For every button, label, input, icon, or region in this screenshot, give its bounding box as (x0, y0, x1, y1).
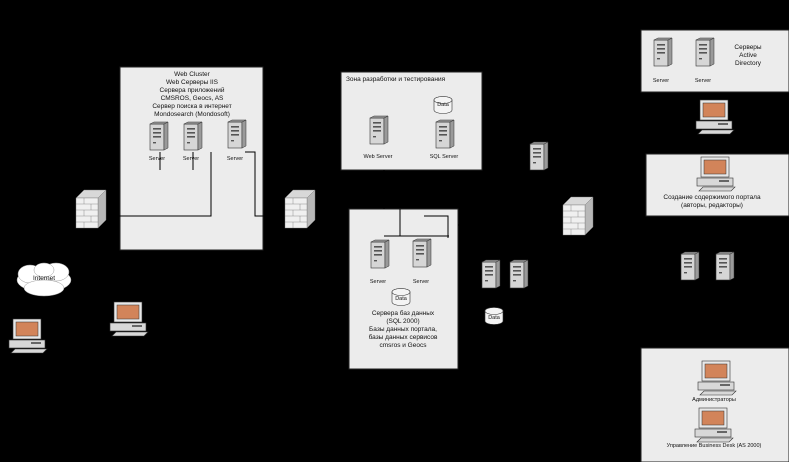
server-icon (653, 37, 673, 67)
svg-text:базы данных сервисов: базы данных сервисов (369, 333, 438, 341)
server-label: Server (695, 78, 711, 84)
server-icon (412, 238, 432, 268)
server-label: Server (227, 156, 243, 162)
firewall-icon (284, 189, 316, 229)
svg-text:Серверы: Серверы (734, 44, 762, 51)
server-icon (715, 251, 735, 281)
server-icon (369, 115, 389, 145)
workstation-icon (8, 318, 48, 354)
svg-text:Active: Active (739, 52, 757, 59)
workstation-icon (695, 99, 735, 135)
admin-label: Администраторы (692, 397, 736, 403)
web-cluster-caption: Web Cluster Web Серверы IIS Сервера прил… (152, 71, 231, 118)
svg-text:Web Серверы IIS: Web Серверы IIS (166, 79, 219, 86)
svg-text:Базы данных портала,: Базы данных портала, (369, 326, 437, 333)
svg-text:Сервера баз данных: Сервера баз данных (372, 309, 435, 317)
workstation-icon (696, 156, 736, 192)
db-label: Data (488, 315, 501, 321)
svg-text:Создание содержимого портала: Создание содержимого портала (663, 194, 761, 201)
server-label: Server (653, 78, 669, 84)
workstation-icon (109, 301, 149, 337)
svg-text:Web Cluster: Web Cluster (174, 71, 210, 78)
svg-text:Directory: Directory (735, 60, 762, 67)
connections (102, 151, 641, 238)
web-server-label: Web Server (364, 154, 393, 160)
workstation-icon (697, 360, 737, 396)
db-servers-caption: Сервера баз данных (SQL 2000) Базы данны… (369, 309, 438, 349)
svg-text:(SQL 2000): (SQL 2000) (386, 318, 419, 325)
server-icon (695, 37, 715, 67)
db-label: Data (437, 102, 450, 108)
business-desk-label: Управление Business Desk (AS 2000) (667, 443, 762, 449)
server-icon (370, 239, 390, 269)
ad-caption: Серверы Active Directory (734, 44, 762, 67)
svg-text:cmsros и Geocs: cmsros и Geocs (380, 342, 428, 349)
web-cluster-panel (119, 66, 264, 251)
server-icon (529, 141, 549, 171)
dev-test-title: Зона разработки и тестирования (346, 75, 446, 83)
svg-text:(авторы, редакторы): (авторы, редакторы) (681, 202, 743, 209)
cloud-icon (16, 262, 72, 297)
firewall-icon (562, 196, 594, 236)
firewall-icon (75, 189, 107, 229)
server-icon (509, 259, 529, 289)
server-icon (680, 251, 700, 281)
svg-text:СМSROS, Geocs, AS: СМSROS, Geocs, AS (161, 95, 224, 102)
server-label: Server (149, 156, 165, 162)
content-caption: Создание содержимого портала (авторы, ре… (663, 194, 761, 209)
svg-text:Mondosearch (Mondosoft): Mondosearch (Mondosoft) (154, 111, 230, 118)
sql-server-label: SQL Server (430, 154, 459, 160)
svg-text:Сервер поиска в интернет: Сервер поиска в интернет (152, 103, 231, 110)
server-icon (435, 119, 455, 149)
server-icon (183, 121, 203, 151)
server-label: Server (183, 156, 199, 162)
db-label: Data (395, 296, 408, 302)
server-icon (149, 121, 169, 151)
svg-text:Сервера приложений: Сервера приложений (160, 86, 225, 94)
workstation-icon (694, 407, 734, 443)
server-icon (481, 259, 501, 289)
server-label: Server (413, 279, 429, 285)
dev-test-panel (340, 71, 483, 171)
server-icon (227, 119, 247, 149)
server-label: Server (370, 279, 386, 285)
internet-label: Internet (33, 275, 55, 282)
